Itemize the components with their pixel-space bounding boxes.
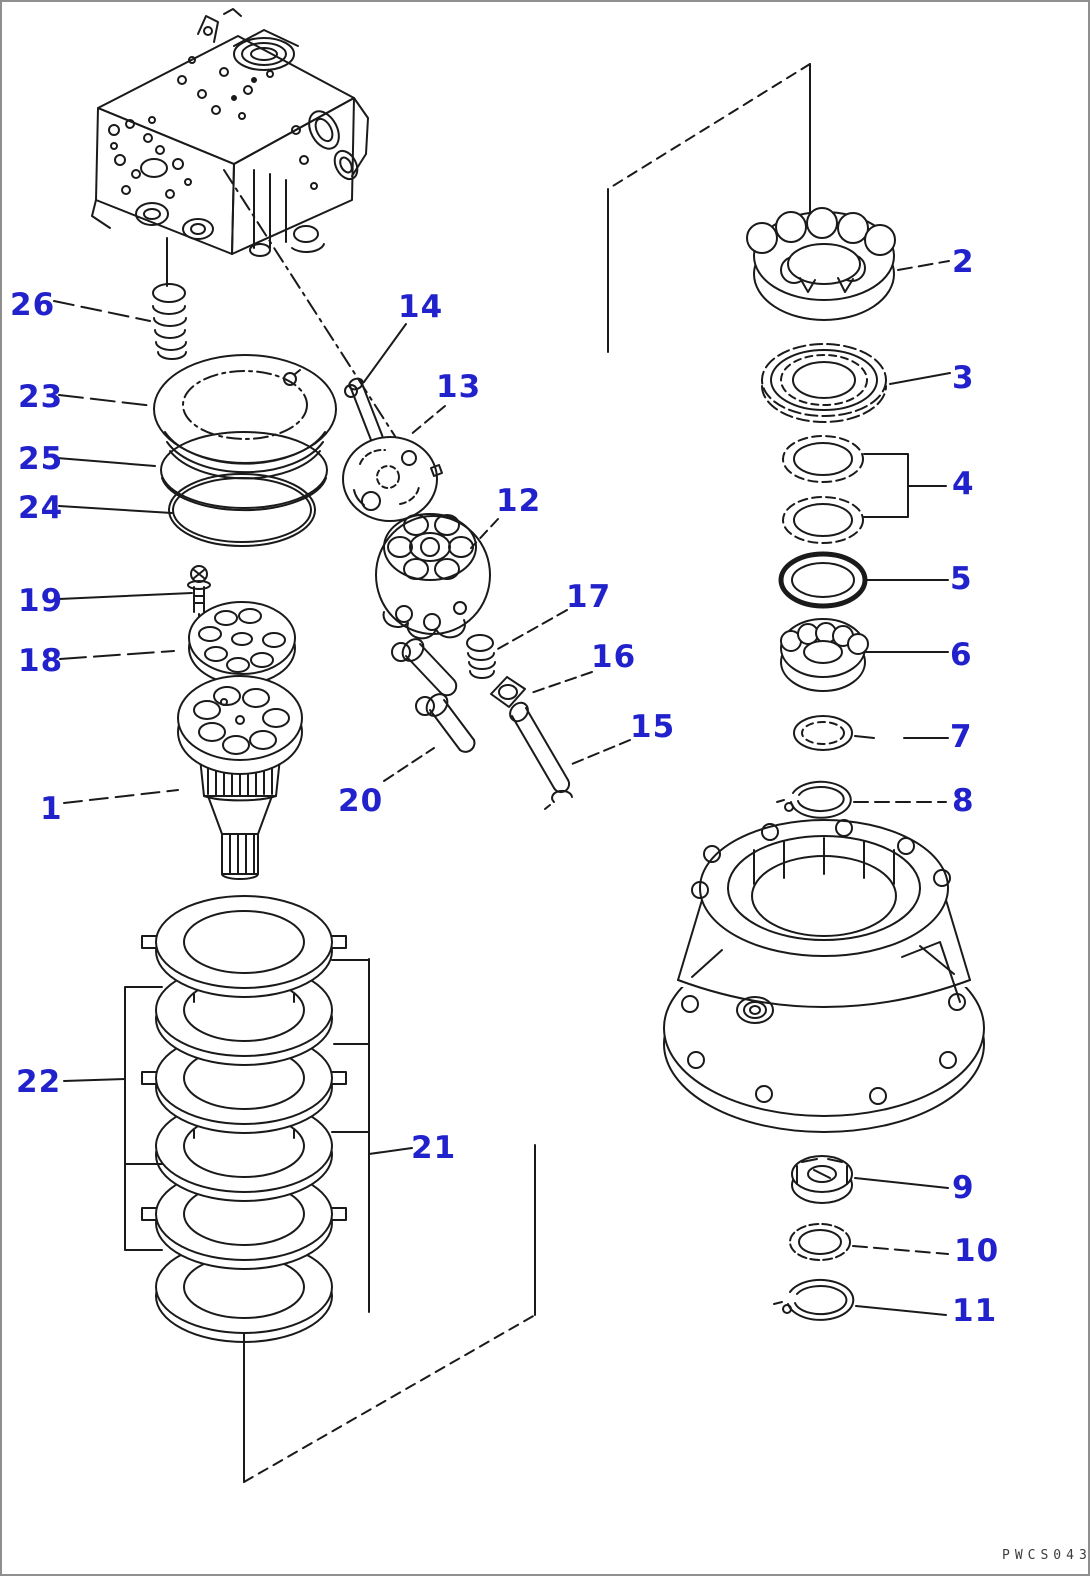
part-label-7: 7 (950, 719, 973, 755)
part-label-1: 1 (40, 791, 63, 827)
part-label-14: 14 (398, 289, 443, 325)
part-7-ring (793, 715, 853, 751)
part-18-plate (188, 601, 296, 685)
part-label-15: 15 (630, 709, 675, 745)
part-23-ring (153, 354, 337, 480)
part-label-23: 23 (18, 379, 63, 415)
part-9-nut (791, 1155, 853, 1204)
part-label-4: 4 (952, 466, 975, 502)
part-label-12: 12 (496, 483, 541, 519)
part-label-2: 2 (952, 244, 975, 280)
part-6-bearing (780, 618, 869, 692)
leader-block-to-13 (223, 169, 401, 445)
bracket-22 (124, 986, 163, 1251)
part-11-snap-ring (773, 1278, 855, 1321)
main-assembly-drawing (91, 8, 369, 257)
part-label-26: 26 (10, 287, 55, 323)
part-5-ring (778, 551, 868, 609)
part-3-seal (761, 343, 887, 423)
part-16-washer (490, 676, 526, 708)
part-26-spring (152, 283, 187, 360)
part-label-9: 9 (952, 1170, 975, 1206)
part-label-20: 20 (338, 783, 383, 819)
bottom-panel-outline (243, 1144, 536, 1483)
part-label-24: 24 (18, 490, 63, 526)
part-label-19: 19 (18, 583, 63, 619)
part-17-spring (466, 634, 496, 679)
line-21 (331, 958, 370, 1313)
part-label-8: 8 (952, 783, 975, 819)
plate-stack-drawing (141, 895, 347, 1343)
part-label-11: 11 (952, 1293, 997, 1329)
part-10-washer (789, 1223, 851, 1261)
part-25-ring (160, 431, 328, 512)
part-label-18: 18 (18, 643, 63, 679)
part-4-rings (782, 435, 947, 544)
part-13-valve-plate (342, 436, 443, 522)
part-label-6: 6 (950, 637, 973, 673)
part-callouts: 26 23 25 24 19 18 1 22 14 13 12 17 16 15… (10, 244, 999, 1329)
part-label-17: 17 (566, 579, 611, 615)
part-12-cylinder-block (375, 513, 491, 640)
part-14-pin (344, 377, 384, 445)
callout-leaders (53, 260, 951, 1316)
part-label-10: 10 (954, 1233, 999, 1269)
upper-panel-outline (607, 63, 811, 353)
part-label-21: 21 (411, 1130, 456, 1166)
part-label-22: 22 (16, 1064, 61, 1100)
part-8-snap-ring (776, 780, 852, 819)
part-label-16: 16 (591, 639, 636, 675)
part-label-5: 5 (950, 561, 973, 597)
part-24-oring (168, 473, 316, 547)
part-label-13: 13 (436, 369, 481, 405)
housing-drawing (663, 819, 985, 1133)
part-2-bearing (746, 207, 896, 321)
drawing-code: PWCS043 (1002, 1548, 1088, 1563)
part-15-pin (509, 701, 573, 810)
part-label-3: 3 (952, 360, 975, 396)
part-1-shaft (177, 675, 303, 880)
part-label-25: 25 (18, 441, 63, 477)
part-20-pistons (391, 638, 476, 753)
